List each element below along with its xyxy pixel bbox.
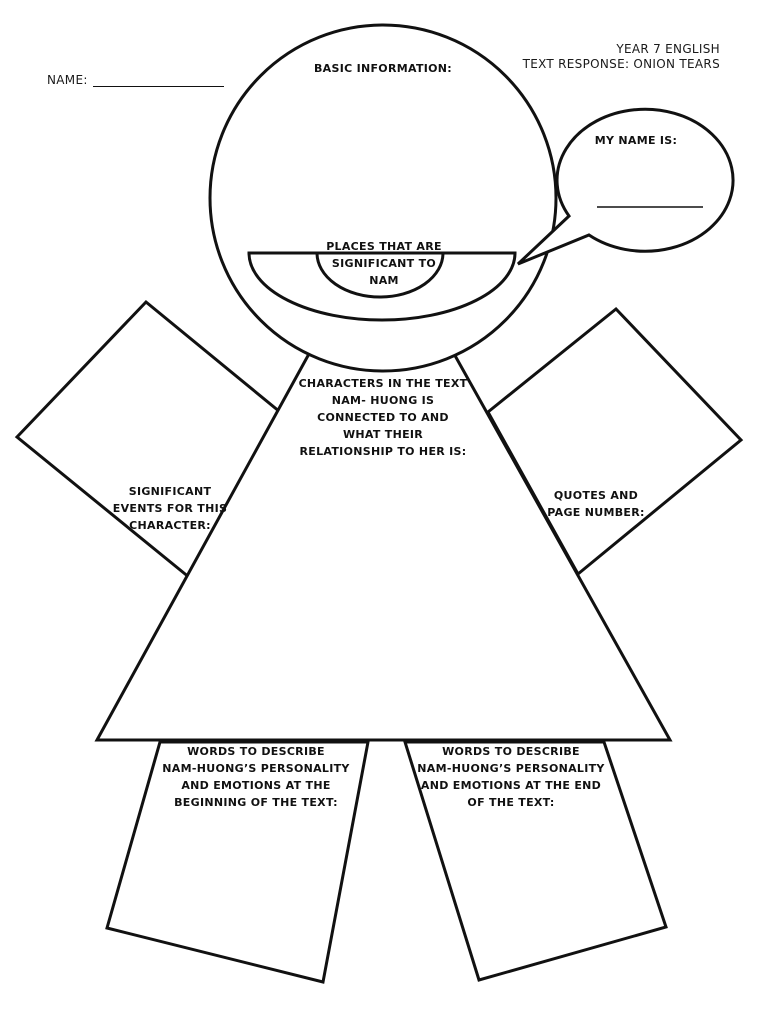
end-line-1: WORDS TO DESCRIBE: [442, 745, 580, 758]
characters-line-2: NAM- HUONG IS: [331, 394, 435, 407]
characters-line-1: CHARACTERS IN THE TEXT: [298, 377, 468, 390]
beginning-line-4: BEGINNING OF THE TEXT:: [174, 796, 338, 809]
end-line-2: NAM-HUONG’S PERSONALITY: [417, 762, 605, 775]
places-line-1: PLACES THAT ARE: [326, 240, 442, 253]
task-label: TEXT RESPONSE: ONION TEARS: [522, 57, 720, 71]
end-line-4: OF THE TEXT:: [467, 796, 555, 809]
significant-events-label: SIGNIFICANT EVENTS FOR THIS CHARACTER:: [100, 483, 240, 534]
speech-bubble: [516, 107, 735, 266]
quotes-line-2: PAGE NUMBER:: [547, 506, 645, 519]
end-words-label: WORDS TO DESCRIBE NAM-HUONG’S PERSONALIT…: [411, 743, 611, 811]
beginning-words-label: WORDS TO DESCRIBE NAM-HUONG’S PERSONALIT…: [156, 743, 356, 811]
my-name-label: MY NAME IS:: [594, 134, 678, 147]
name-label: NAME:: [47, 73, 88, 87]
characters-line-3: CONNECTED TO AND: [317, 411, 449, 424]
places-line-3: NAM: [369, 274, 399, 287]
quotes-line-1: QUOTES AND: [553, 489, 639, 502]
mouth-inner-arc: [315, 251, 445, 299]
characters-label: CHARACTERS IN THE TEXT NAM- HUONG IS CON…: [283, 375, 483, 460]
basic-information-label: BASIC INFORMATION:: [313, 62, 452, 75]
beginning-line-2: NAM-HUONG’S PERSONALITY: [162, 762, 350, 775]
beginning-line-1: WORDS TO DESCRIBE: [187, 745, 325, 758]
characters-line-4: WHAT THEIR: [342, 428, 424, 441]
places-label: PLACES THAT ARE SIGNIFICANT TO NAM: [309, 238, 459, 289]
name-field-line[interactable]: [93, 86, 224, 87]
quotes-label: QUOTES AND PAGE NUMBER:: [536, 487, 656, 521]
events-line-1: SIGNIFICANT: [128, 485, 212, 498]
events-line-2: EVENTS FOR THIS: [112, 502, 228, 515]
beginning-line-3: AND EMOTIONS AT THE: [181, 779, 331, 792]
characters-line-5: RELATIONSHIP TO HER IS:: [299, 445, 467, 458]
end-line-3: AND EMOTIONS AT THE END: [420, 779, 602, 792]
right-leg-box: [402, 740, 668, 982]
places-line-2: SIGNIFICANT TO: [331, 257, 437, 270]
left-leg-box: [105, 740, 370, 984]
events-line-3: CHARACTER:: [129, 519, 211, 532]
course-label: YEAR 7 ENGLISH: [616, 42, 720, 56]
